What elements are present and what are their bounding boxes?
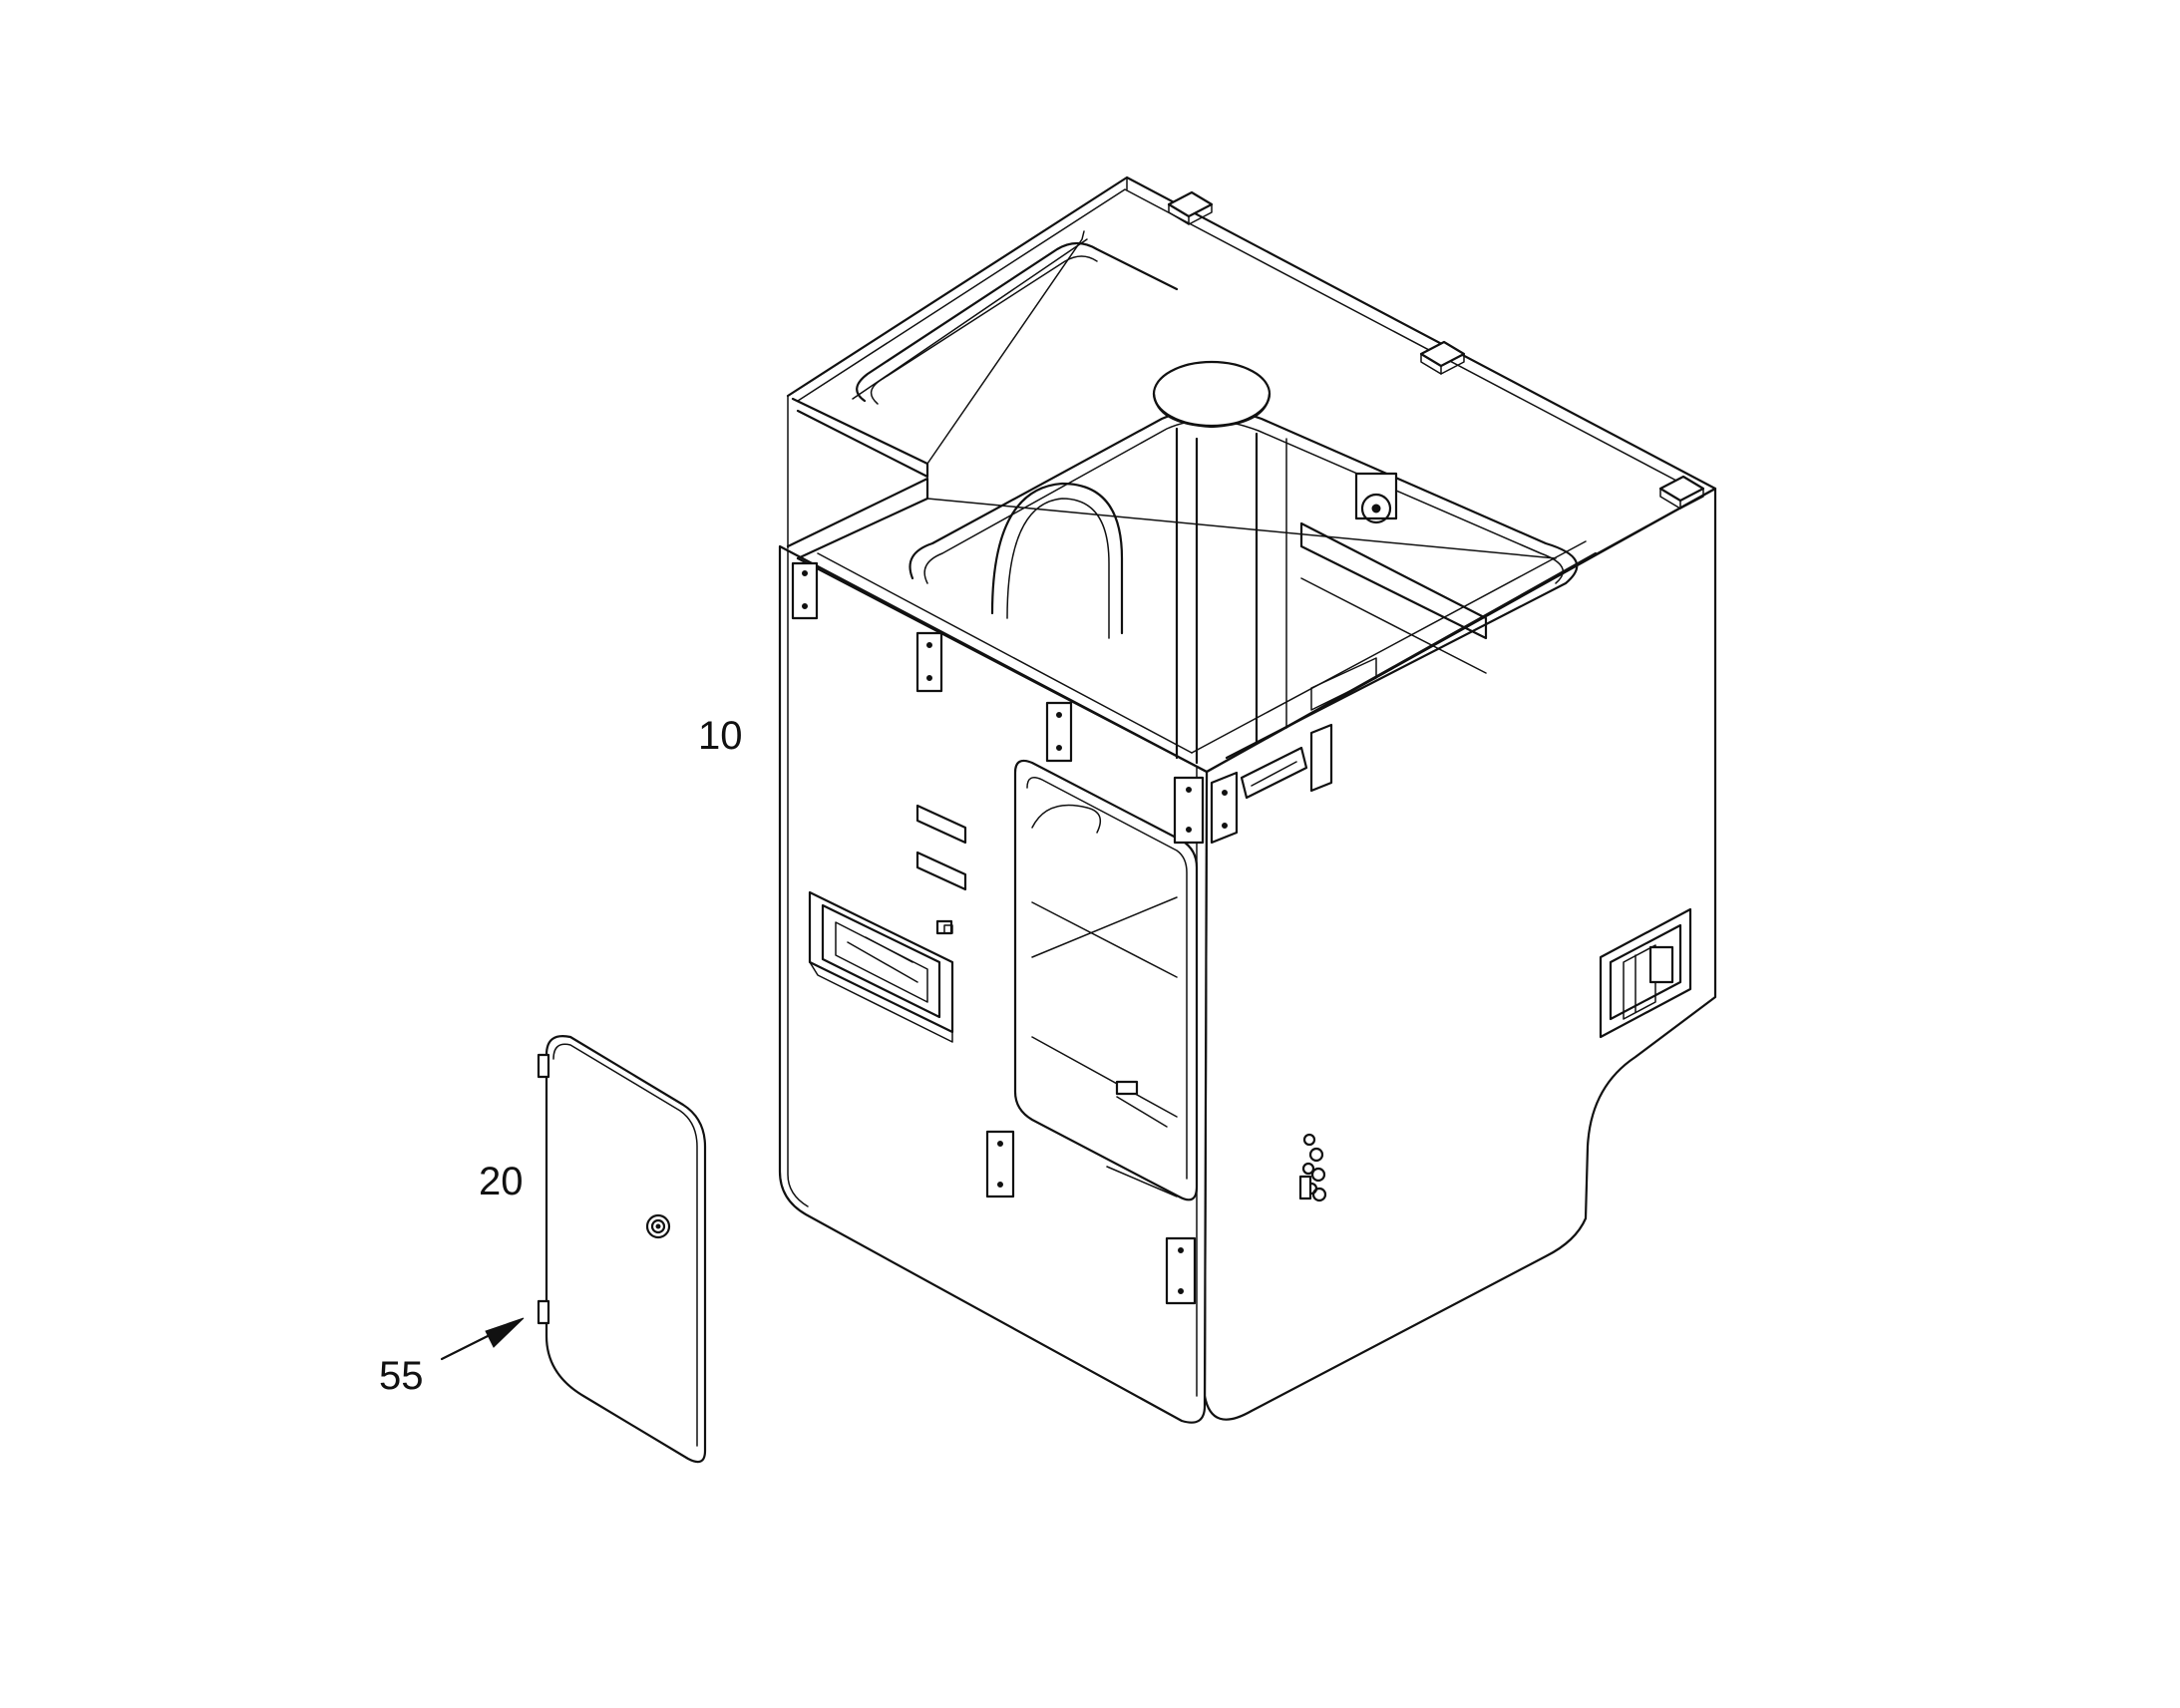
vent-holes [1298, 1133, 1327, 1202]
top-disc [1152, 360, 1272, 428]
housing-front-panel [778, 544, 1209, 1424]
front-small-marker [935, 919, 953, 935]
front-hinge-tab-6 [1165, 1236, 1197, 1305]
front-display-cutout [808, 890, 954, 1043]
front-window-opening [1013, 759, 1199, 1201]
front-slot-2 [915, 851, 967, 891]
reference-numeral-door-panel: 20 [479, 1160, 524, 1203]
housing-cabinet [778, 175, 1717, 1424]
hinge-leader-arrow [440, 1317, 525, 1361]
front-hinge-tab-2 [915, 631, 943, 693]
side-hinge-tab-1 [1210, 771, 1239, 845]
door-hinge-pin-bottom [537, 1299, 550, 1325]
top-mount-pad-2 [1419, 340, 1466, 375]
side-hinge-tab-2 [1309, 723, 1333, 793]
front-hinge-tab-3 [1045, 701, 1073, 763]
housing-top-rim [786, 175, 1717, 570]
side-access-window [1599, 907, 1692, 1039]
door-lock-icon [645, 1213, 671, 1239]
door-panel [537, 1035, 707, 1464]
front-hinge-tab-4 [1173, 776, 1205, 845]
front-hinge-tab-5 [985, 1130, 1015, 1198]
reference-numeral-housing: 10 [698, 714, 743, 758]
housing-right-side-panel [1203, 487, 1717, 1421]
top-mount-pad-1 [1167, 190, 1214, 225]
front-hinge-tab-1 [791, 561, 819, 620]
door-hinge-pin-top [537, 1053, 550, 1079]
front-slot-1 [915, 804, 967, 845]
reference-numeral-hinge: 55 [379, 1354, 424, 1398]
top-mount-pad-3 [1658, 475, 1705, 510]
